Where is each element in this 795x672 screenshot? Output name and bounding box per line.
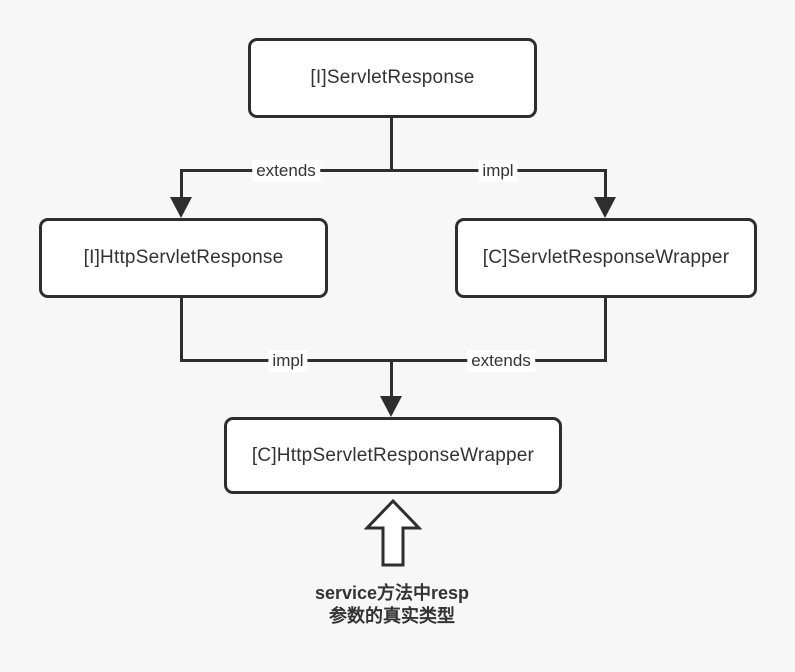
node-label: [C]ServletResponseWrapper bbox=[482, 247, 730, 268]
arrow-up-icon bbox=[364, 498, 422, 567]
caption-line-1: service方法中resp bbox=[314, 583, 470, 603]
arrow-down-icon bbox=[380, 396, 402, 417]
connector-line bbox=[390, 117, 393, 172]
node-servlet-response-wrapper: [C]ServletResponseWrapper bbox=[455, 218, 757, 298]
node-label: [C]HttpServletResponseWrapper bbox=[251, 444, 535, 466]
edge-label-extends: extends bbox=[252, 160, 320, 182]
edge-label-impl: impl bbox=[478, 160, 518, 182]
connector-line bbox=[390, 359, 393, 398]
node-http-servlet-response-wrapper: [C]HttpServletResponseWrapper bbox=[224, 417, 562, 494]
connector-line bbox=[604, 169, 607, 198]
connector-line bbox=[180, 359, 607, 362]
caption: service方法中resp 参数的真实类型 bbox=[241, 582, 543, 628]
caption-line-2: 参数的真实类型 bbox=[329, 606, 455, 626]
connector-line bbox=[180, 169, 183, 198]
node-label: [I]ServletResponse bbox=[310, 67, 475, 88]
arrow-down-icon bbox=[594, 197, 616, 218]
edge-label-extends: extends bbox=[467, 350, 535, 372]
connector-line bbox=[180, 169, 607, 172]
node-servlet-response: [I]ServletResponse bbox=[248, 38, 537, 118]
node-label: [I]HttpServletResponse bbox=[83, 247, 284, 268]
connector-line bbox=[180, 297, 183, 362]
connector-line bbox=[604, 297, 607, 362]
arrow-down-icon bbox=[170, 197, 192, 218]
node-http-servlet-response: [I]HttpServletResponse bbox=[39, 218, 328, 298]
edge-label-impl: impl bbox=[268, 350, 308, 372]
